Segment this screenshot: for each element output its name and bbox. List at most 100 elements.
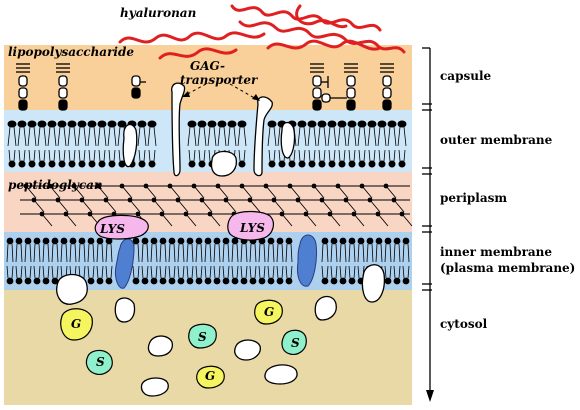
peptidoglycan-crosslink (201, 199, 213, 213)
outer-lipid-head-bottom (328, 160, 336, 168)
inner-lipid-head-top (78, 237, 86, 245)
lps-chain-4 (310, 63, 329, 111)
inner-lipid-tail (267, 265, 275, 279)
outer-lipid-head-top (97, 120, 107, 128)
inner-lipid-head-top (357, 237, 365, 245)
inner-lipid-tail (159, 243, 167, 263)
gag-transporter-left (171, 82, 186, 177)
outer-lipid-head-top (77, 120, 87, 128)
inner-lipid-head-top (222, 237, 230, 245)
inner-lipid-head-top (60, 237, 68, 245)
outer-lipid-tail (38, 149, 46, 162)
inner-lipid-tail (177, 243, 185, 263)
outer-lipid-tail (47, 126, 57, 147)
inner-lipid-head-top (204, 237, 212, 245)
outer-lipid-tail (68, 149, 76, 162)
outer-lipid-tail (378, 149, 386, 162)
lys-label-right: LYS (239, 221, 265, 235)
inner-lipid-tail (402, 265, 410, 279)
inner-lipid-head-bottom (105, 277, 113, 285)
peptidoglycan-crosslink (329, 213, 341, 227)
peptidoglycan-crosslink (25, 185, 37, 199)
s-molecule-2 (281, 329, 307, 355)
outer-lipid-tail (108, 149, 116, 162)
peptidoglycan-crosslink (81, 199, 93, 213)
inner-lipid-head-top (285, 237, 293, 245)
inner-lipid-tail (24, 243, 32, 263)
inner-lipid-tail (384, 265, 392, 279)
outer-lipid-tail (58, 149, 66, 162)
lps-chain-5 (321, 63, 358, 111)
inner-lipid-head-bottom (177, 277, 185, 285)
inner-lipid-head-bottom (87, 277, 95, 285)
inner-lipid-head-top (150, 237, 158, 245)
outer-lipid-tail (297, 126, 307, 147)
lipopolysaccharide-label: lipopolysaccharide (8, 45, 134, 59)
outer-lipid-tail (357, 126, 367, 147)
peptidoglycan-crosslink (169, 185, 181, 199)
g-label-3: G (205, 369, 215, 383)
s-label-3: S (96, 355, 105, 369)
g-molecule-2 (254, 299, 283, 325)
outer-lipid-head-bottom (88, 160, 96, 168)
inner-lipid-tail (195, 243, 203, 263)
inner-lipid-head-top (339, 237, 347, 245)
outer-lipid-head-top (387, 120, 397, 128)
outer-lipid-tail (298, 149, 306, 162)
inner-lipid-tail (105, 243, 113, 263)
outer-lipid-head-bottom (398, 160, 406, 168)
inner-lipid-head-bottom (285, 277, 293, 285)
inner-lipid-tail (15, 243, 23, 263)
inner-lipid-head-top (384, 237, 392, 245)
inner-lipid-tail (186, 243, 194, 263)
outer-lipid-tail (308, 149, 316, 162)
peptidoglycan-crosslink (265, 185, 277, 199)
inner-lipid-tail (141, 243, 149, 263)
inner-lipid-tail (60, 243, 68, 263)
outer-lipid-head-top (37, 120, 47, 128)
outer-lipid-head-bottom (368, 160, 376, 168)
peptidoglycan-crosslink (289, 185, 301, 199)
peptidoglycan-crosslink (33, 199, 45, 213)
peptidoglycan-crosslink (337, 185, 349, 199)
outer-lipid-head-bottom (278, 160, 286, 168)
outer-lipid-tail (77, 126, 87, 147)
outer-lipid-head-bottom (68, 160, 76, 168)
inner-lipid-head-bottom (96, 277, 104, 285)
outer-lipid-tail (197, 126, 207, 147)
outer-lipid-head-top (197, 120, 207, 128)
peptidoglycan-crosslink (57, 199, 69, 213)
bracket-arrowhead (426, 390, 434, 402)
lps-chain-3 (131, 75, 146, 99)
inner-lipid-head-bottom (267, 277, 275, 285)
lps-chain-2 (56, 63, 70, 111)
outer-lipid-tail (348, 149, 356, 162)
peptidoglycan-crosslink (161, 213, 173, 227)
outer-lipid-tail (187, 126, 197, 147)
g-molecule-1 (60, 308, 93, 341)
outer-lipid-tail (7, 126, 17, 147)
layer-label-cytosol: cytosol (440, 317, 488, 331)
peptidoglycan-crosslink (129, 199, 141, 213)
inner-lipid-head-top (330, 237, 338, 245)
outer-lipid-head-top (7, 120, 17, 128)
inner-lipid-head-top (213, 237, 221, 245)
outer-lipid-tail (17, 126, 27, 147)
outer-lipid-head-bottom (358, 160, 366, 168)
inner-lipid-tail (240, 243, 248, 263)
inner-lipid-tail (150, 265, 158, 279)
inner-lipid-head-top (231, 237, 239, 245)
peptidoglycan-crosslink (281, 213, 293, 227)
peptidoglycan-crosslink (393, 199, 405, 213)
inner-lipid-tail (177, 265, 185, 279)
inner-lipid-head-bottom (348, 277, 356, 285)
outer-lipid-tail (57, 126, 67, 147)
inner-lipid-head-bottom (141, 277, 149, 285)
outer-lipid-head-bottom (58, 160, 66, 168)
g-molecules (60, 299, 283, 389)
outer-lipid-head-bottom (318, 160, 326, 168)
inner-membrane-lipids (6, 237, 410, 285)
outer-lipid-tail (227, 126, 237, 147)
outer-lipid-head-top (317, 120, 327, 128)
peptidoglycan-crosslink (401, 213, 413, 227)
